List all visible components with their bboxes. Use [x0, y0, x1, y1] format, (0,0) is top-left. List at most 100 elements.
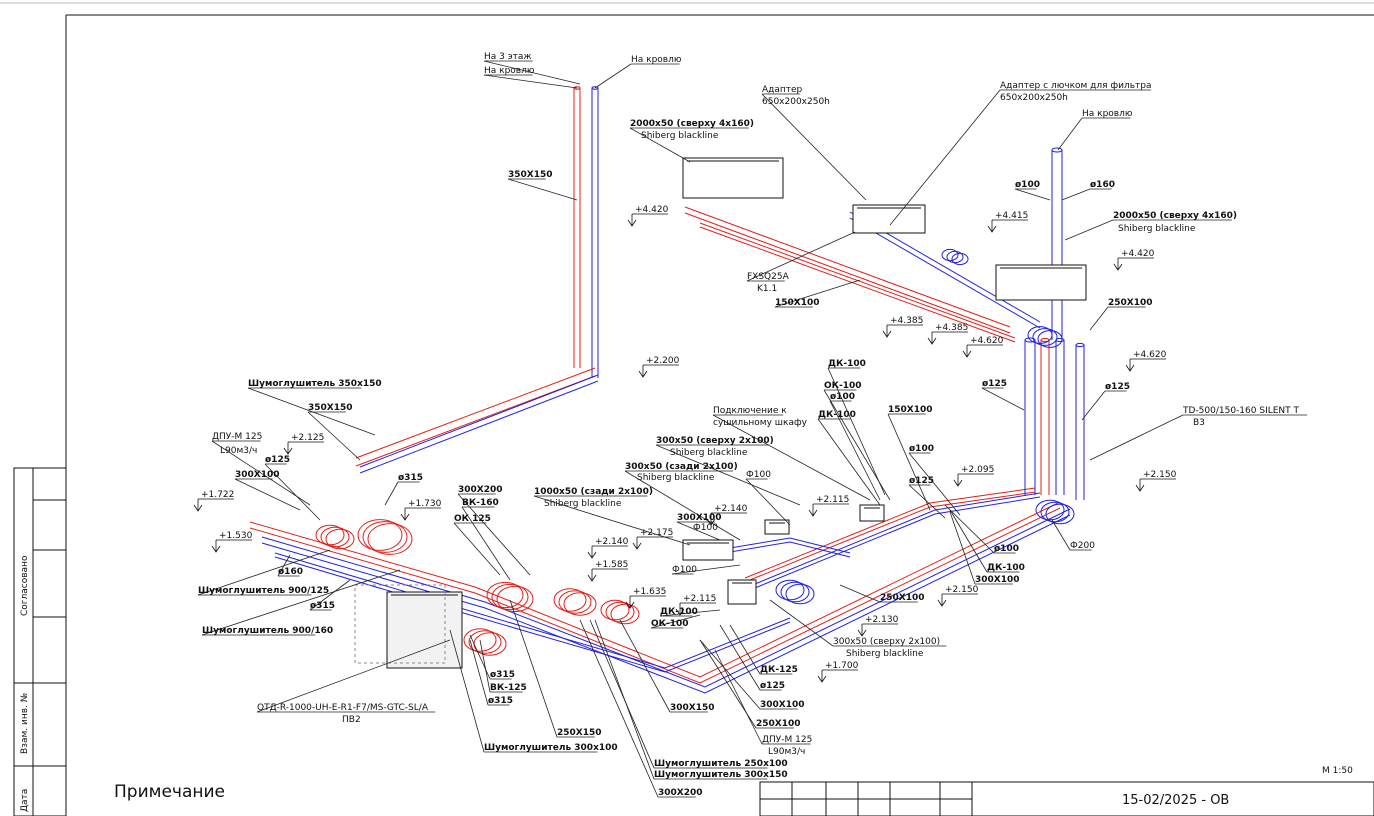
callout-label: Адаптер с лючком для фильтра — [1000, 81, 1152, 91]
callout-label: ø315 — [398, 473, 423, 483]
elevation-mark: +1.722 — [193, 490, 234, 512]
callout-leader — [823, 389, 891, 501]
elevation-value: +1.635 — [633, 587, 666, 597]
callout-label: ДК-100 — [828, 359, 866, 369]
elevation-value: +2.150 — [945, 585, 979, 595]
callout-label: 250X100 — [1108, 298, 1153, 308]
callout-leader — [624, 470, 741, 541]
duct-350x150-main-blue — [359, 374, 599, 474]
valve-f100 — [764, 519, 790, 535]
callout-label: ПВ2 — [342, 715, 361, 725]
callout-leader — [699, 639, 761, 710]
callout-label: ø160 — [1090, 180, 1115, 190]
diffuser-300x50 — [727, 579, 757, 605]
callout-leader — [949, 509, 988, 573]
diffuser-2000x50-right — [995, 264, 1087, 301]
side-label-date: Дата — [20, 789, 30, 812]
elevation-value: +2.175 — [640, 528, 673, 538]
callout-leader — [469, 634, 491, 680]
elbow-silencer-900 — [315, 524, 355, 550]
elevation-mark: +1.635 — [625, 587, 666, 609]
callout-leader — [908, 484, 946, 519]
elevation-value: +4.420 — [1121, 249, 1155, 259]
callout-label: Shiberg blackline — [1118, 224, 1196, 234]
callout-leader — [247, 387, 376, 436]
callout-label: 650x200x250h — [762, 97, 830, 107]
callout-label: ВК-125 — [490, 683, 527, 693]
elevation-mark: +2.150 — [937, 585, 979, 607]
callout-leader — [761, 93, 867, 201]
elevation-mark: +1.530 — [211, 531, 253, 553]
callout-label: K1.1 — [757, 284, 777, 294]
elevation-value: +1.730 — [408, 499, 442, 509]
callout-label: Shiberg blackline — [544, 499, 622, 509]
callout-label: Шумоглушитель 900/125 — [198, 586, 329, 596]
callout-label: ø100 — [909, 444, 934, 454]
callout-label: Шумоглушитель 350x150 — [248, 379, 382, 389]
callout-leader — [745, 478, 791, 526]
callout-label: ø125 — [760, 681, 785, 691]
callout-leader — [729, 624, 761, 675]
callout-label: ДК-100 — [818, 410, 856, 420]
callout-leader — [1081, 390, 1106, 421]
callout-leader — [774, 279, 861, 308]
elevation-value: +1.722 — [201, 490, 234, 500]
elevation-mark: +1.585 — [587, 560, 628, 582]
duct-upper-red — [684, 206, 1011, 334]
callout-leader — [1064, 219, 1114, 241]
callout-label: 2000x50 (сверху 4x160) — [630, 119, 754, 129]
elevation-value: +4.420 — [635, 205, 669, 215]
elevation-mark: +2.200 — [638, 356, 680, 378]
callout-leader — [307, 411, 361, 461]
callout-leader — [579, 619, 659, 798]
callout-label: 300x50 (сверху 2x100) — [656, 436, 774, 446]
elbow-center-2 — [553, 588, 597, 616]
callout-leader — [469, 639, 489, 706]
callout-leader — [509, 599, 558, 738]
callout-leader — [384, 481, 399, 506]
elevation-mark: +2.175 — [632, 528, 673, 550]
callout-leader — [676, 521, 721, 541]
riser-350x150-blue — [591, 86, 599, 378]
drawing-scale: М 1:50 — [1322, 766, 1353, 776]
elbow-silencer-315 — [357, 519, 413, 555]
callout-label: ВК-160 — [462, 498, 499, 508]
diffuser-1000x50 — [682, 539, 734, 561]
callout-label: На кровлю — [1082, 109, 1133, 119]
callout-label: ø125 — [1105, 382, 1130, 392]
callout-label: TD-500/150-160 SILENT T — [1182, 406, 1300, 416]
callout-label: Shiberg blackline — [637, 473, 715, 483]
elevation-value: +2.140 — [714, 504, 748, 514]
elevation-value: +1.530 — [219, 531, 253, 541]
callout-leader — [746, 231, 856, 282]
callout-label: ø315 — [310, 601, 335, 611]
callout-label: ø125 — [982, 379, 1007, 389]
callout-label: 300X100 — [677, 513, 722, 523]
callout-leader — [839, 584, 881, 603]
callout-label: ø160 — [278, 567, 303, 577]
callout-label: FXSQ25A — [747, 272, 790, 282]
callout-leader — [457, 493, 531, 576]
callout-leader — [483, 74, 578, 89]
elbow-center-1 — [486, 581, 534, 613]
diffuser-2000x50-left — [682, 157, 784, 199]
callout-label: 1000x50 (сзади 2x100) — [534, 487, 653, 497]
callout-leader — [769, 599, 834, 647]
callout-leader — [594, 63, 632, 89]
callout-leader — [256, 639, 451, 713]
elevation-value: +2.140 — [595, 537, 629, 547]
riser-right-blue-3 — [1075, 342, 1085, 500]
callout-leader — [671, 564, 741, 575]
callout-label: L90м3/ч — [220, 446, 257, 456]
elbow-group-right-top — [941, 248, 969, 266]
elevation-value: +4.620 — [970, 336, 1004, 346]
riser-right-blue-1 — [1024, 337, 1036, 495]
elevation-mark: +4.385 — [927, 323, 968, 345]
valve-dk100 — [859, 504, 885, 522]
callout-leader — [483, 60, 581, 85]
elevation-mark: +4.415 — [987, 211, 1028, 233]
callout-leader — [712, 414, 871, 501]
callout-leader — [981, 387, 1025, 411]
callout-label: ДК-100 — [660, 607, 698, 617]
elevation-mark: +4.420 — [1113, 249, 1155, 271]
